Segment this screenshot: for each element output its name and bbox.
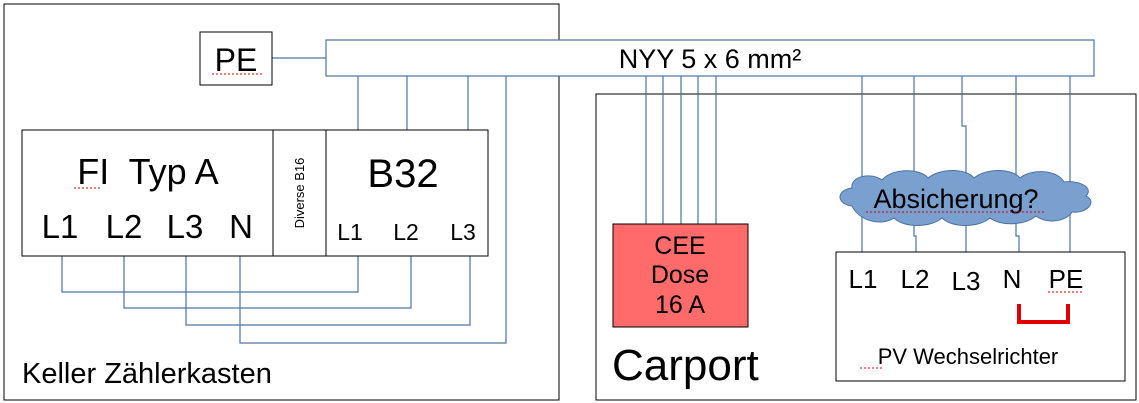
carport-label: Carport	[612, 341, 759, 390]
wire-cable-pv-l2	[913, 76, 917, 252]
fi-terminal-n: N	[229, 208, 253, 245]
keller-label: Keller Zählerkasten	[22, 358, 272, 390]
wire-fi-n-cable	[239, 76, 507, 344]
b32-terminal-l2: L2	[393, 219, 419, 245]
pv-terminal-pe: PE	[1049, 264, 1084, 294]
b32-terminal-l3: L3	[450, 219, 476, 245]
b32-terminal-l1: L1	[337, 219, 363, 245]
fi-terminal-l1: L1	[42, 208, 79, 245]
n-pe-bridge	[1017, 304, 1070, 324]
pv-terminal-l3: L3	[952, 266, 981, 296]
pe-terminal-box	[199, 31, 273, 86]
pv-terminal-n: N	[1003, 264, 1022, 294]
pv-label: PV Wechselrichter	[878, 344, 1059, 369]
diverse-b16-label: Diverse B16	[292, 158, 307, 229]
b32-title: B32	[367, 152, 438, 196]
fi-breaker	[21, 129, 274, 257]
nyy-cable	[325, 39, 1095, 77]
absicherung-label: Absicherung?	[873, 184, 1038, 214]
cee-line-2: Dose	[651, 261, 709, 289]
cee-socket	[612, 223, 749, 328]
pv-terminal-l1: L1	[849, 264, 878, 294]
wire-fi-l2-b32-l2	[123, 256, 412, 309]
cable-label: NYY 5 x 6 mm²	[619, 44, 802, 74]
wire-fi-l1-b32-l1	[61, 256, 359, 293]
cee-line-3: 16 A	[655, 291, 705, 319]
fi-terminal-l2: L2	[106, 208, 143, 245]
pe-terminal-label: PE	[215, 42, 258, 78]
fi-title: FI Typ A	[77, 151, 218, 192]
fi-terminal-l3: L3	[167, 208, 204, 245]
cee-line-1: CEE	[654, 232, 705, 260]
pv-terminal-l2: L2	[901, 264, 930, 294]
wire-fi-l3-b32-l3	[185, 256, 471, 326]
wire-cable-pv-n	[1015, 76, 1020, 252]
b32-breaker	[325, 129, 489, 257]
pv-inverter	[835, 251, 1126, 382]
